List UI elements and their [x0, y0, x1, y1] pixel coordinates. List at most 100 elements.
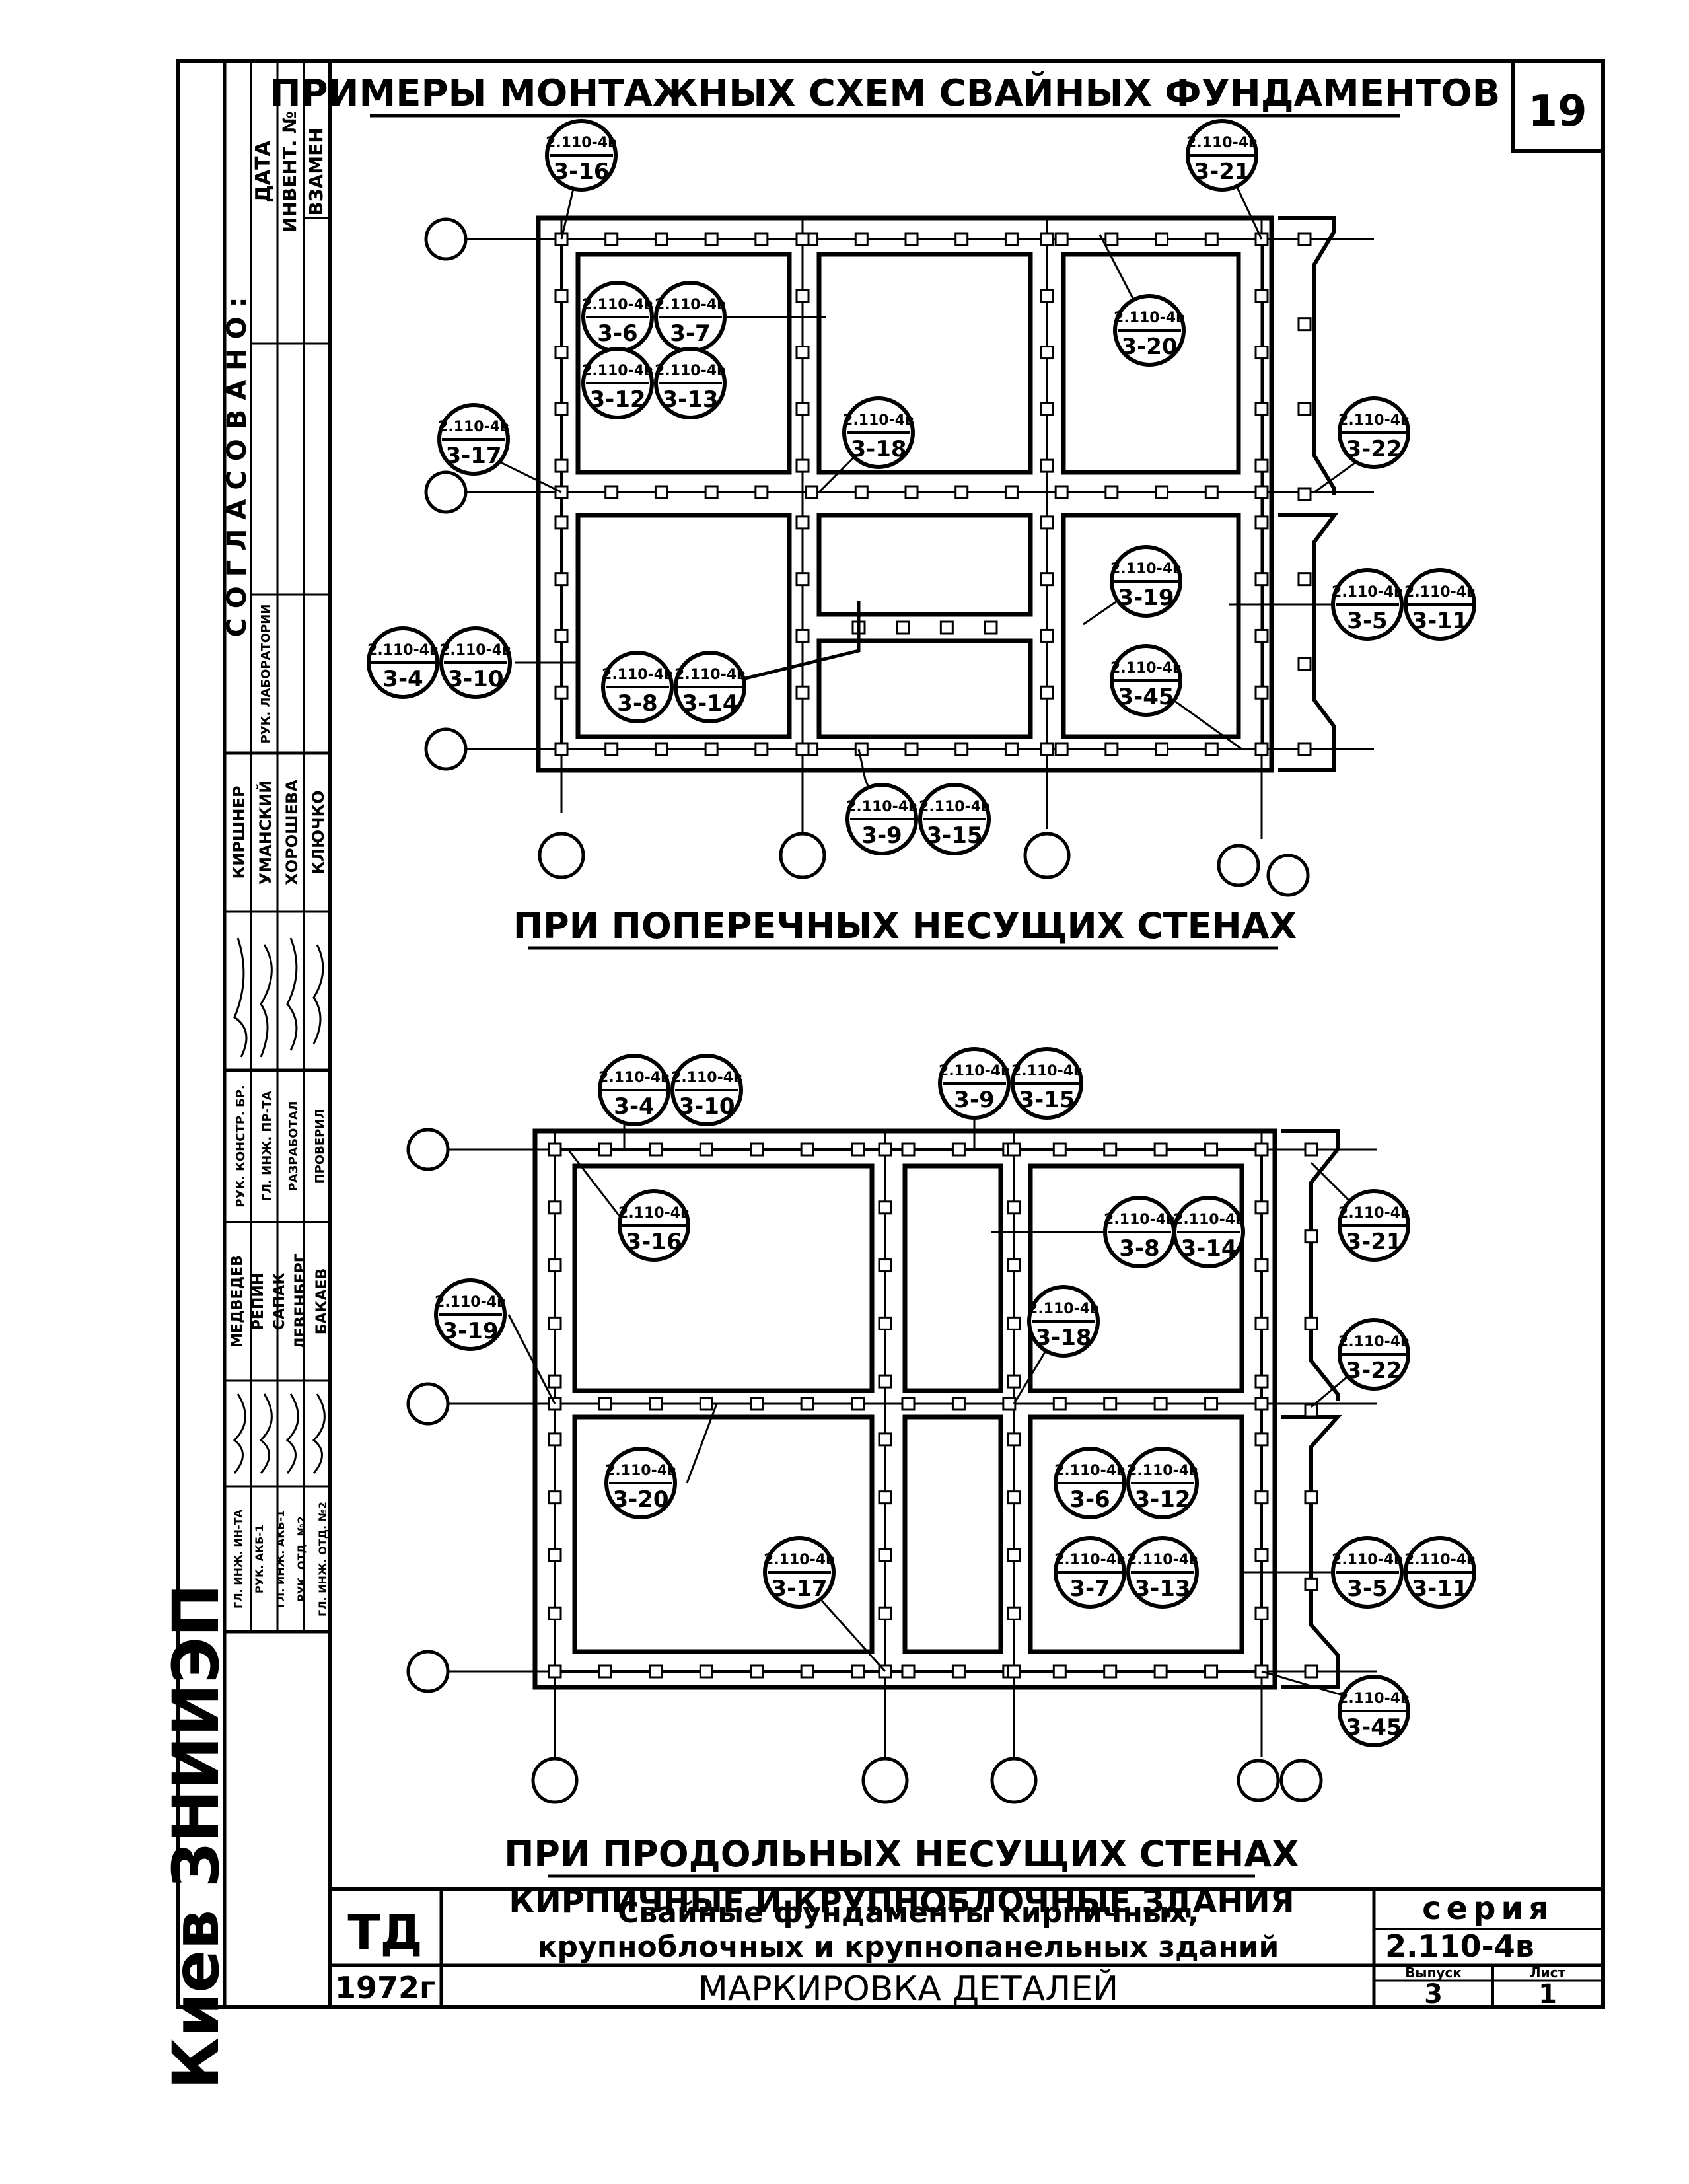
pile-cap: [1004, 742, 1019, 756]
pile-cap: [951, 1664, 966, 1679]
pile-cap: [954, 485, 969, 499]
detail-marker-series: 2.110-4в: [598, 1070, 670, 1086]
detail-marker-code: 3-45: [1346, 1714, 1402, 1741]
pile-cap: [1254, 402, 1269, 416]
room: [572, 1163, 875, 1393]
pile-cap: [1254, 1606, 1269, 1620]
org-code: ТД: [347, 1905, 422, 1960]
pile-cap: [1254, 289, 1269, 303]
detail-marker: 2.110-4в3-4: [367, 626, 439, 699]
detail-marker: 2.110-4в 3-6: [581, 281, 654, 353]
pile-cap: [1040, 685, 1054, 700]
room: [902, 1163, 1003, 1393]
room: [575, 513, 792, 739]
detail-marker-code: 3-6: [597, 320, 637, 347]
detail-marker-code: 3-9: [861, 822, 902, 849]
stamp-name: БАКАЕВ: [314, 1268, 330, 1335]
pile-cap: [1052, 1664, 1067, 1679]
pile-cap: [1254, 572, 1269, 587]
pile-cap: [1254, 1548, 1269, 1562]
pile-cap: [1004, 485, 1019, 499]
detail-marker-code: 3-12: [589, 386, 645, 413]
detail-marker: 2.110-4в3-20: [1113, 294, 1186, 367]
pile-cap: [1104, 485, 1119, 499]
pile-cap: [754, 232, 769, 246]
detail-marker-series: 2.110-4в: [1054, 1552, 1126, 1568]
stair-wing-wall: [1278, 216, 1336, 495]
pile-cap: [704, 232, 719, 246]
pile-cap: [548, 1316, 562, 1330]
detail-marker-series: 2.110-4в: [582, 297, 653, 313]
detail-marker-code: 3-6: [1069, 1486, 1110, 1513]
detail-marker-code: 3-17: [445, 443, 501, 469]
detail-markers: 2.110-4в3-162.110-4в3-212.110-4в3-62.110…: [367, 119, 1476, 855]
title-block: ТД 1972г Свайные фундаменты кирпичных, к…: [330, 1887, 1603, 2010]
pile-cap: [878, 1374, 892, 1389]
pile-cap: [984, 620, 998, 635]
detail-marker: 2.110-4в3-18: [842, 396, 915, 469]
approval-header: СОГЛАСОВАНО:: [222, 287, 252, 637]
pile-cap: [598, 1142, 612, 1157]
year: 1972г: [335, 1970, 435, 2006]
pile-caps: [554, 232, 1312, 756]
pile-cap: [1254, 1258, 1269, 1273]
pile-cap: [795, 232, 810, 246]
detail-marker-code: 3-14: [1180, 1235, 1237, 1262]
detail-marker-series: 2.110-4в: [655, 297, 726, 313]
axis-bubble: [424, 470, 468, 514]
detail-marker-code: 3-22: [1346, 436, 1402, 462]
pile-cap: [1054, 485, 1069, 499]
stamp-name: КИРШНЕР: [230, 785, 248, 879]
pile-cap: [851, 1142, 865, 1157]
detail-marker-series: 2.110-4в: [1127, 1552, 1198, 1568]
detail-marker-series: 2.110-4в: [1054, 1463, 1126, 1479]
pile-cap: [1007, 1258, 1021, 1273]
detail-marker-code: 3-17: [771, 1576, 827, 1602]
pile-cap: [1155, 232, 1169, 246]
axis-bubble: [406, 1128, 450, 1171]
room: [575, 252, 792, 475]
detail-marker: 2.110-4в3-19: [1110, 545, 1182, 618]
pile-cap: [795, 289, 810, 303]
axis-bubble: [424, 217, 468, 261]
detail-marker-series: 2.110-4в: [440, 642, 511, 659]
pile-cap: [951, 1142, 966, 1157]
sheet-frame: [176, 59, 1605, 2009]
pile-cap: [939, 620, 954, 635]
pile-cap: [754, 485, 769, 499]
pile-cap: [1204, 1397, 1219, 1411]
detail-marker: 2.110-4в3-15: [1011, 1047, 1083, 1120]
axis-bubble: [1279, 1759, 1323, 1802]
pile-cap: [1254, 1432, 1269, 1447]
pile-cap: [1052, 1142, 1067, 1157]
stamp-role: ПРОВЕРИЛ: [313, 1109, 327, 1184]
plan-longitudinal-walls: 2.110-4в3-42.110-4в3-102.110-4в3-92.110-…: [406, 1047, 1476, 1920]
sheet-name: МАРКИРОВКА ДЕТАЛЕЙ: [698, 1969, 1118, 2009]
pile-cap: [878, 1258, 892, 1273]
detail-marker: 2.110-4в3-9: [845, 783, 918, 855]
plan-transverse-walls: 2.110-4в3-162.110-4в3-212.110-4в3-62.110…: [367, 119, 1476, 950]
pile-cap: [1007, 1548, 1021, 1562]
detail-marker-series: 2.110-4в: [764, 1552, 835, 1568]
detail-marker-code: 3-7: [670, 320, 710, 347]
detail-marker-series: 2.110-4в: [1338, 1205, 1410, 1221]
detail-marker: 2.110-4в3-7: [1054, 1536, 1126, 1609]
pile-cap: [795, 515, 810, 530]
stamp-name: РЕПИН: [250, 1273, 267, 1330]
pile-cap: [554, 346, 569, 360]
pile-cap: [795, 685, 810, 700]
stamp-name: УМАНСКИЙ: [256, 780, 275, 885]
axis-bubble: [406, 1650, 450, 1693]
stamp-role: ГЛ. ИНЖ. ПР-ТА: [260, 1091, 274, 1202]
pile-cap: [901, 1142, 916, 1157]
detail-marker: 2.110-4в3-10: [439, 626, 512, 699]
pile-cap: [548, 1548, 562, 1562]
pile-cap: [878, 1142, 892, 1157]
detail-marker: 2.110-4в3-13: [1126, 1536, 1199, 1609]
detail-marker-code: 3-20: [612, 1486, 668, 1513]
detail-marker-code: 3-13: [662, 386, 718, 413]
inventory-label: ИНВЕНТ. №: [279, 111, 301, 233]
pile-cap: [649, 1397, 663, 1411]
detail-marker-series: 2.110-4в: [438, 419, 509, 435]
detail-marker: 2.110-4в 3-6: [1054, 1447, 1126, 1519]
